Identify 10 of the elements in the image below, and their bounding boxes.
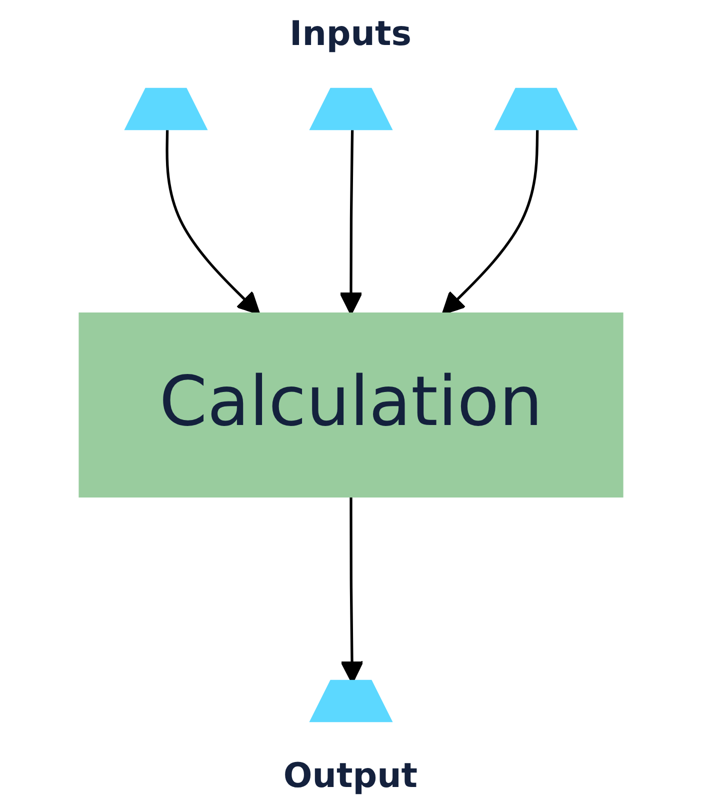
heading-label: Output — [283, 756, 418, 796]
node-box: Calculation — [78, 312, 623, 498]
arrow — [338, 130, 362, 315]
arrow — [165, 130, 260, 315]
arrow — [441, 130, 538, 315]
node-picture — [124, 88, 208, 130]
node-picture — [494, 88, 578, 130]
node-picture — [308, 680, 392, 722]
node-picture — [308, 88, 392, 130]
heading-label: Inputs — [290, 14, 412, 54]
